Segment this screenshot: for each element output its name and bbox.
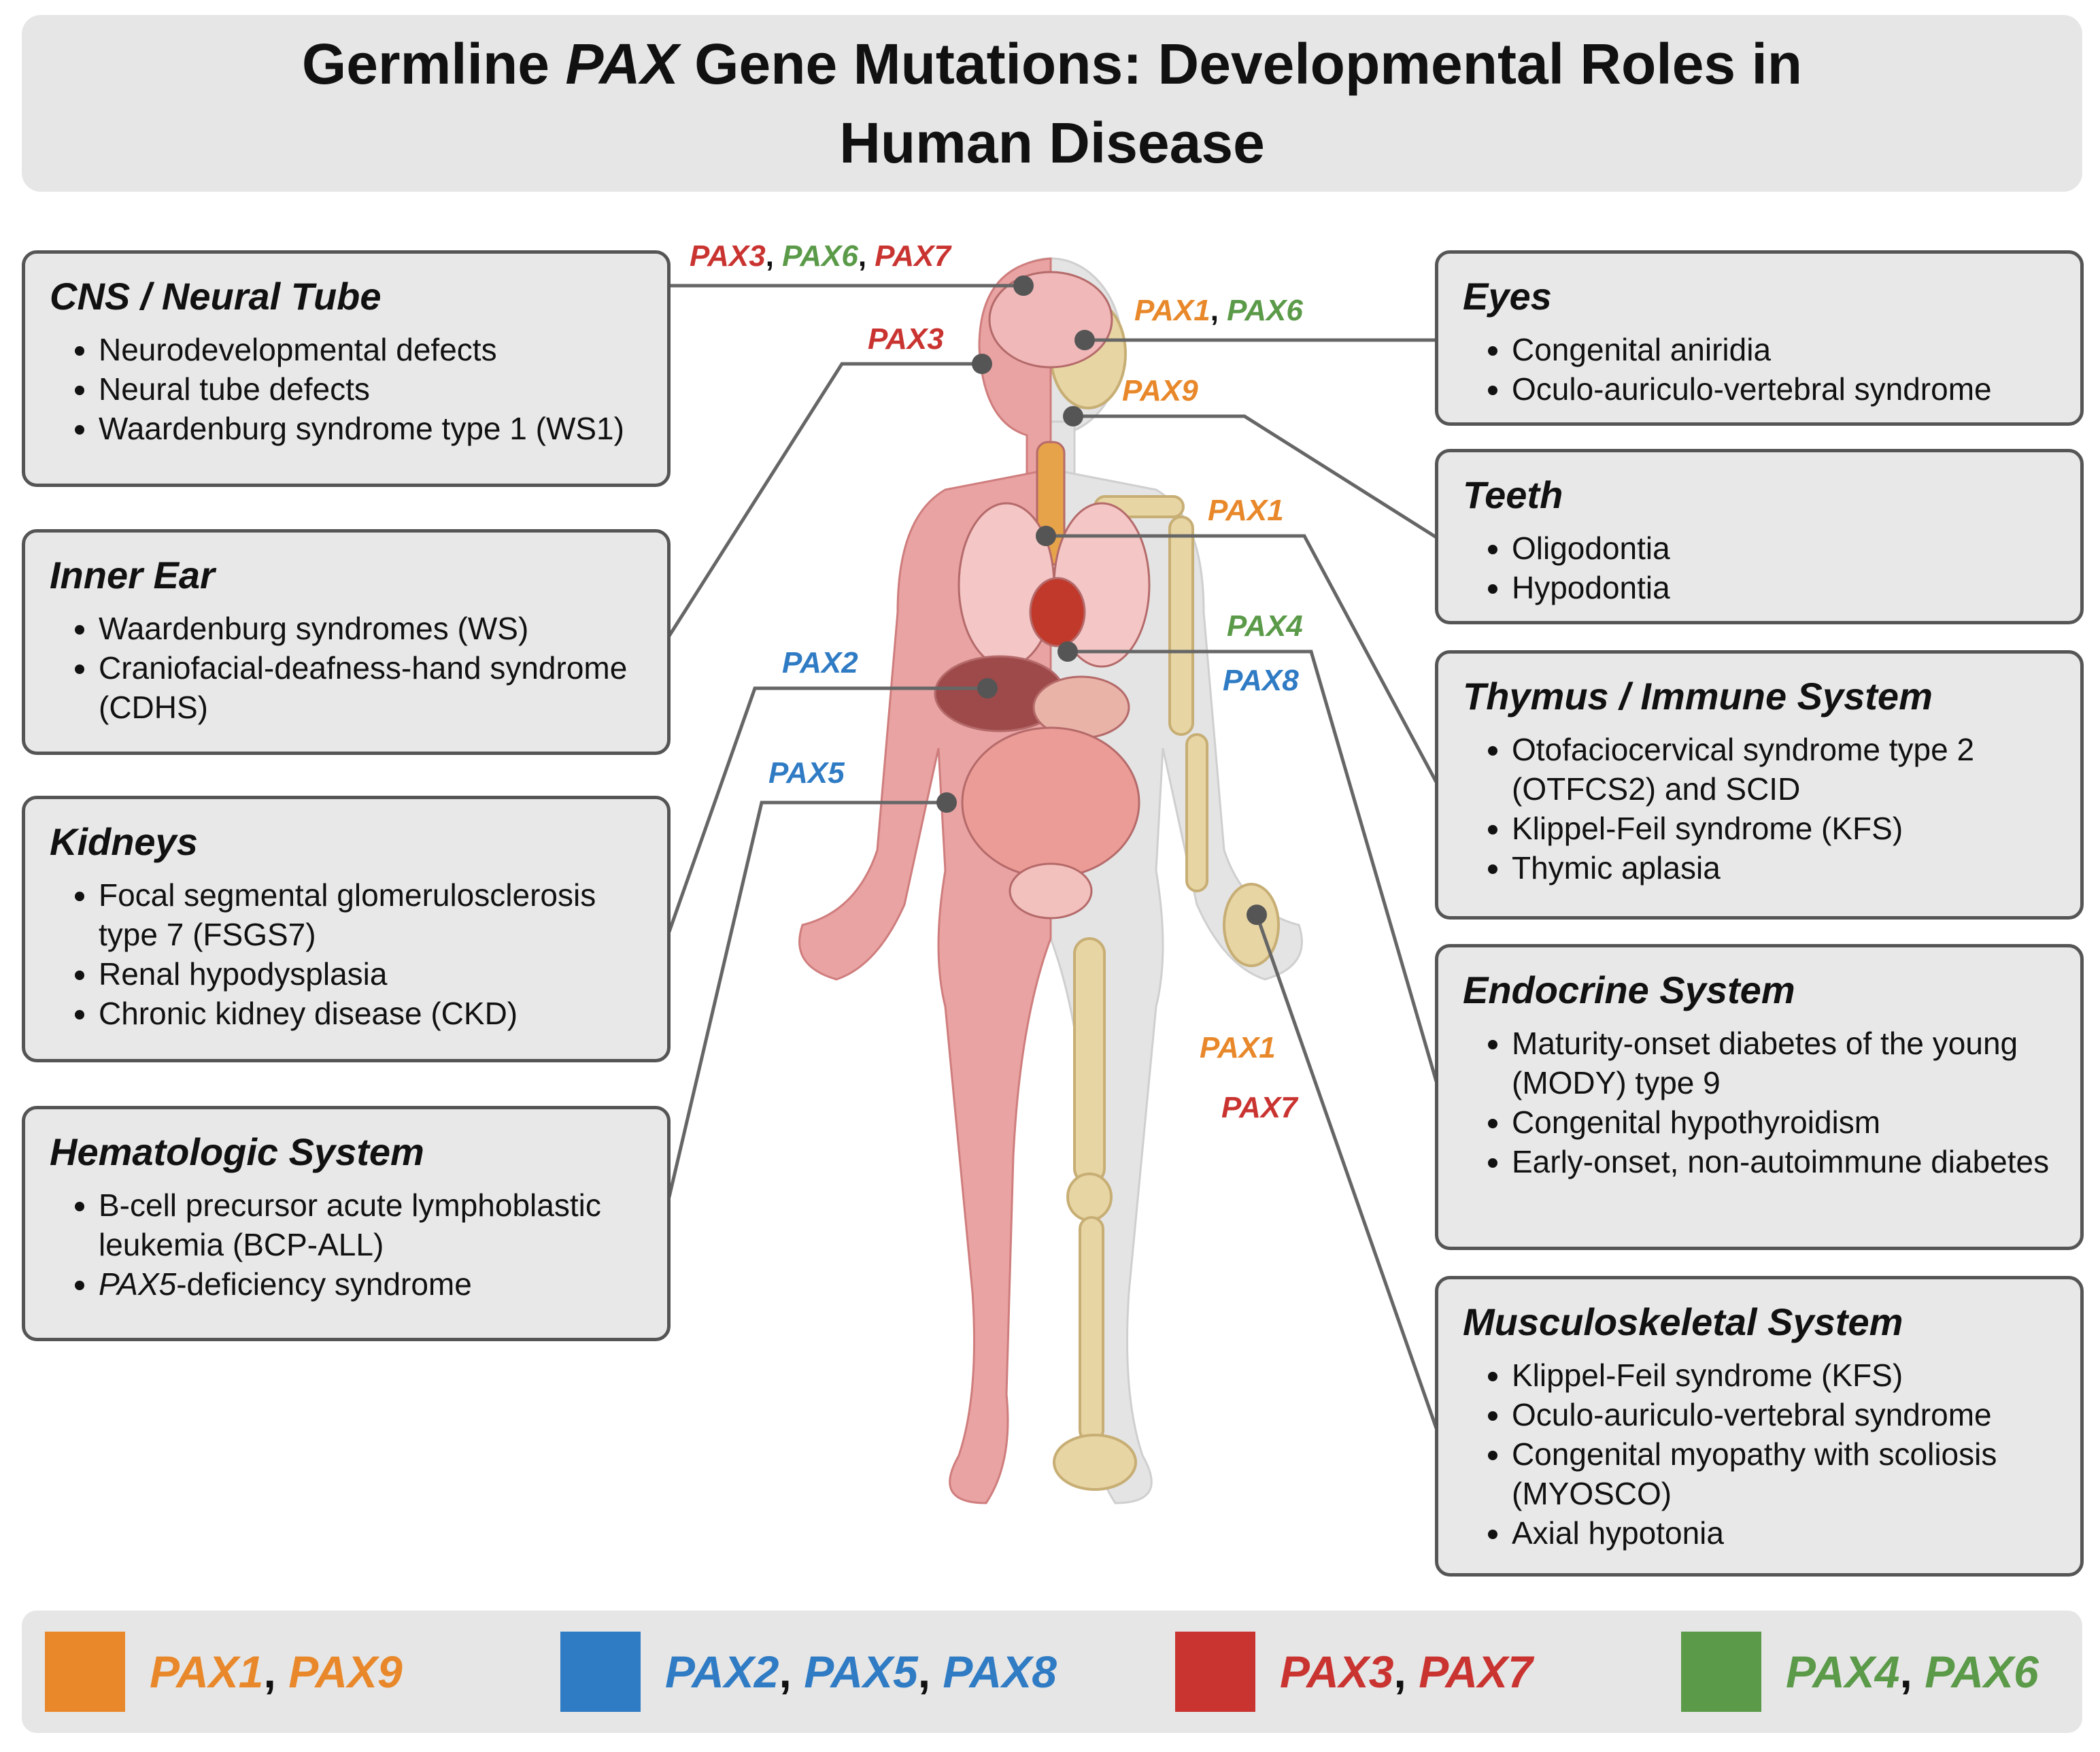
list-item: Oculo-auriculo-vertebral syndrome — [1512, 1395, 2060, 1434]
marker-dot — [1057, 641, 1078, 662]
card-eyes: Eyes Congenital aniridia Oculo-auriculo-… — [1435, 250, 2084, 426]
list-item: B-cell precursor acute lymphoblastic leu… — [99, 1185, 647, 1264]
list-item: Congenital hypothyroidism — [1512, 1102, 2060, 1142]
list-item: Otofaciocervical syndrome type 2 (OTFCS2… — [1512, 730, 2060, 809]
legend-swatch — [560, 1632, 641, 1712]
gene-label-teeth: PAX9 — [1122, 374, 1198, 407]
list-item: Focal segmental glomerulosclerosis type … — [99, 875, 647, 954]
legend: PAX1, PAX9 PAX2, PAX5, PAX8 PAX3, PAX7 P… — [22, 1611, 2082, 1733]
connector-teeth — [1073, 414, 1438, 539]
page-title: Germline PAX Gene Mutations: Development… — [301, 32, 1803, 96]
list-item: Klippel-Feil syndrome (KFS) — [1512, 1355, 2060, 1395]
marker-dot — [1063, 406, 1083, 426]
card-heading: Endocrine System — [1463, 968, 1795, 1011]
list-item: Waardenburg syndromes (WS) — [99, 609, 647, 648]
body-figure — [798, 257, 1303, 1504]
legend-label: PAX1, PAX9 — [150, 1647, 403, 1697]
gene-label-hematologic: PAX5 — [768, 756, 845, 790]
card-musculoskeletal: Musculoskeletal System Klippel-Feil synd… — [1435, 1276, 2084, 1577]
card-heading: Inner Ear — [50, 554, 215, 596]
list-item: Congenital aniridia — [1512, 330, 2060, 369]
list-item: Neural tube defects — [99, 369, 647, 409]
list-item: Neurodevelopmental defects — [99, 330, 647, 369]
legend-swatch — [1175, 1632, 1255, 1712]
list-item: Thymic aplasia — [1512, 848, 2060, 888]
connector-endocrine — [1068, 650, 1438, 1082]
page-title-line2: Human Disease — [839, 111, 1265, 175]
list-item: Axial hypotonia — [1512, 1513, 2060, 1553]
list-item: Maturity-onset diabetes of the young (MO… — [1512, 1024, 2060, 1102]
connector-thymus — [1046, 534, 1438, 784]
list-item: Hypodontia — [1512, 568, 2060, 607]
gene-label-cns: PAX3, PAX6, PAX7 — [690, 239, 951, 273]
gene-label-endocrine-pax8: PAX8 — [1223, 664, 1299, 697]
connector-inner-ear — [667, 362, 982, 637]
card-heading: Hematologic System — [50, 1130, 424, 1173]
list-item: Oligodontia — [1512, 528, 2060, 568]
legend-item-pax3-pax7: PAX3, PAX7 — [1175, 1631, 1533, 1713]
marker-dot — [1013, 275, 1034, 296]
legend-item-pax4-pax6: PAX4, PAX6 — [1681, 1631, 2039, 1713]
marker-dots — [936, 275, 1267, 925]
gene-label-eyes: PAX1, PAX6 — [1134, 294, 1303, 327]
marker-dot — [1247, 905, 1267, 925]
list-item: Congenital myopathy with scoliosis (MYOS… — [1512, 1434, 2060, 1513]
card-endocrine: Endocrine System Maturity-onset diabetes… — [1435, 944, 2084, 1250]
title-banner: Germline PAX Gene Mutations: Development… — [22, 15, 2082, 192]
card-inner-ear: Inner Ear Waardenburg syndromes (WS) Cra… — [22, 529, 671, 755]
gene-label-kidneys: PAX2 — [782, 646, 858, 679]
card-hematologic: Hematologic System B-cell precursor acut… — [22, 1106, 671, 1341]
marker-dot — [1074, 330, 1095, 350]
legend-label: PAX3, PAX7 — [1280, 1647, 1533, 1697]
connector-lines — [667, 284, 1438, 1429]
legend-label: PAX2, PAX5, PAX8 — [665, 1647, 1057, 1697]
legend-label: PAX4, PAX6 — [1786, 1647, 2039, 1697]
card-heading: Teeth — [1463, 473, 1563, 516]
legend-swatch — [45, 1632, 125, 1712]
gene-label-musculoskeletal-pax1: PAX1 — [1200, 1031, 1276, 1064]
card-cns: CNS / Neural Tube Neurodevelopmental def… — [22, 250, 671, 487]
marker-dot — [972, 354, 992, 374]
marker-dot — [977, 678, 998, 698]
gene-label-endocrine-pax4: PAX4 — [1227, 609, 1303, 643]
card-heading: Musculoskeletal System — [1463, 1300, 1903, 1343]
legend-item-pax2-pax5-pax8: PAX2, PAX5, PAX8 — [560, 1631, 1057, 1713]
list-item: Waardenburg syndrome type 1 (WS1) — [99, 409, 647, 448]
card-teeth: Teeth Oligodontia Hypodontia — [1435, 449, 2084, 624]
legend-item-pax1-pax9: PAX1, PAX9 — [45, 1631, 403, 1713]
marker-dot — [1036, 526, 1056, 546]
gene-label-musculoskeletal-pax7: PAX7 — [1221, 1091, 1298, 1124]
marker-dot — [936, 792, 957, 813]
list-item: PAX5-deficiency syndrome — [99, 1264, 647, 1304]
list-item: Early-onset, non-autoimmune diabetes — [1512, 1142, 2060, 1181]
list-item: Craniofacial-deafness-hand syndrome (CDH… — [99, 648, 647, 727]
gene-label-inner-ear: PAX3 — [868, 322, 944, 356]
gene-label-thymus: PAX1 — [1208, 494, 1284, 527]
connector-kidneys — [667, 686, 987, 932]
card-heading: Eyes — [1463, 275, 1552, 318]
card-heading: CNS / Neural Tube — [50, 275, 382, 318]
connector-hematologic — [667, 801, 947, 1198]
card-thymus: Thymus / Immune System Otofaciocervical … — [1435, 650, 2084, 920]
list-item: Oculo-auriculo-vertebral syndrome — [1512, 369, 2060, 409]
card-heading: Thymus / Immune System — [1463, 675, 1933, 718]
list-item: Chronic kidney disease (CKD) — [99, 994, 647, 1033]
card-kidneys: Kidneys Focal segmental glomeruloscleros… — [22, 796, 671, 1062]
connector-musculoskeletal — [1255, 914, 1438, 1429]
list-item: Klippel-Feil syndrome (KFS) — [1512, 809, 2060, 848]
card-heading: Kidneys — [50, 820, 198, 863]
list-item: Renal hypodysplasia — [99, 954, 647, 994]
legend-swatch — [1681, 1632, 1761, 1712]
